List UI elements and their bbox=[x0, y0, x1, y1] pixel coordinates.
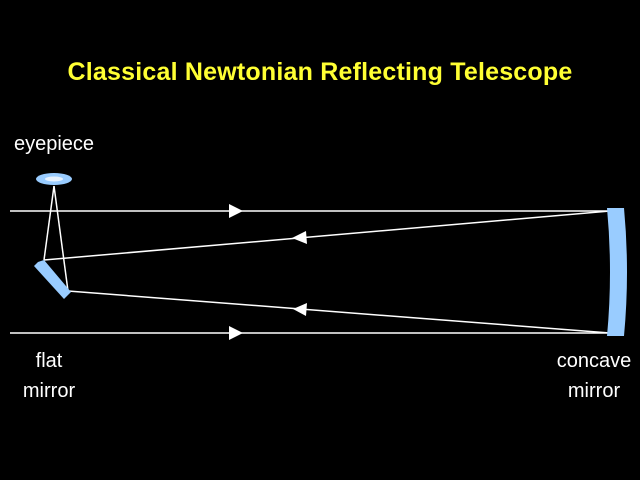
arrow-right-bottom bbox=[229, 326, 243, 340]
diagram-title: Classical Newtonian Reflecting Telescope bbox=[67, 58, 573, 86]
reflected-ray-top bbox=[43, 210, 611, 261]
flat-mirror bbox=[34, 260, 71, 299]
flat-mirror-label-line1: flat bbox=[35, 350, 63, 372]
concave-mirror-label-line2: mirror bbox=[567, 380, 621, 402]
reflected-ray-bottom bbox=[67, 290, 611, 334]
ray-to-eyepiece-right bbox=[53, 185, 69, 292]
eyepiece-label: eyepiece bbox=[13, 133, 95, 155]
concave-mirror-label-line1: concave bbox=[556, 350, 632, 372]
eyepiece-lens-highlight bbox=[45, 176, 63, 182]
arrow-left-bottom bbox=[293, 303, 307, 316]
arrow-left-top bbox=[292, 231, 307, 244]
ray-to-eyepiece-left bbox=[43, 185, 55, 261]
arrow-right-top bbox=[229, 204, 243, 218]
flat-mirror-label-line2: mirror bbox=[22, 380, 76, 402]
concave-mirror bbox=[607, 208, 627, 336]
concave-mirror-label: concave mirror bbox=[544, 346, 640, 406]
flat-mirror-label: flat mirror bbox=[0, 346, 98, 406]
